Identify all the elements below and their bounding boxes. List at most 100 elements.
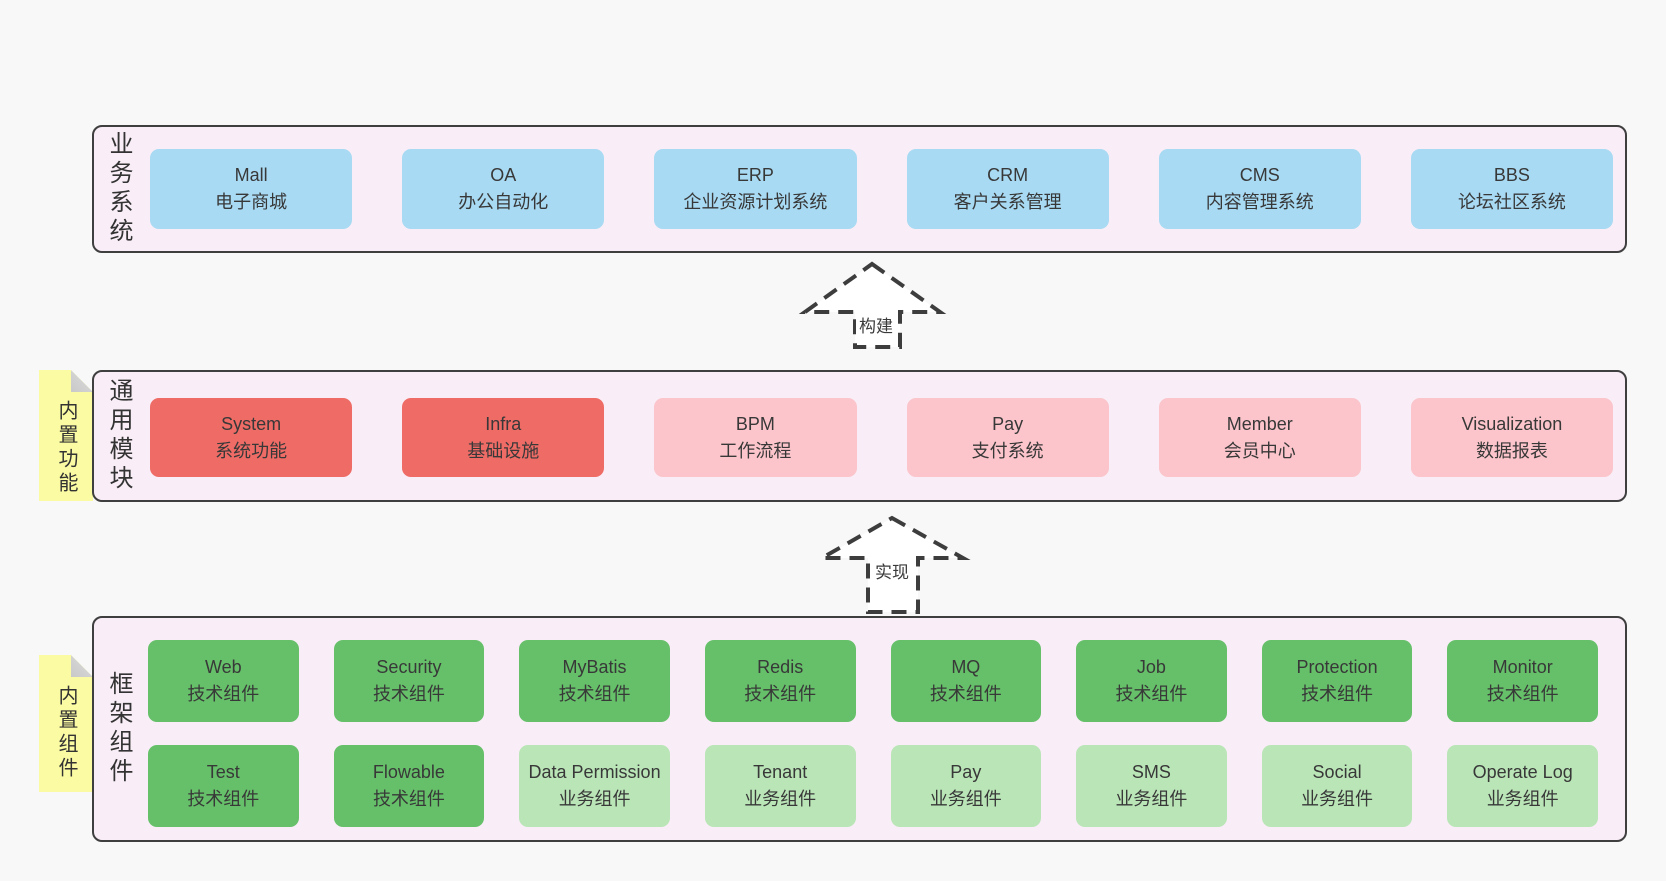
- box-subtitle: 技术组件: [558, 684, 631, 704]
- box-subtitle: 企业资源计划系统: [683, 192, 828, 212]
- build-up-arrow-icon: [798, 261, 947, 349]
- box-web: Web 技术组件: [148, 640, 299, 722]
- box-flowable: Flowable 技术组件: [333, 745, 485, 827]
- box-subtitle: 客户关系管理: [953, 192, 1062, 212]
- box-subtitle: 支付系统: [971, 440, 1044, 461]
- box-subtitle: 系统功能: [215, 440, 288, 461]
- box-bbs: BBS 论坛社区系统: [1410, 149, 1614, 229]
- box-title: Social: [1312, 762, 1362, 782]
- box-job: Job 技术组件: [1076, 640, 1227, 722]
- folded-corner-icon: [71, 370, 93, 392]
- framework-components-panel: 框架组件 Web 技术组件 Security 技术组件 MyBatis 技术组件…: [92, 616, 1627, 842]
- box-title: Pay: [992, 413, 1024, 434]
- box-title: Protection: [1296, 657, 1378, 677]
- box-subtitle: 业务组件: [744, 789, 817, 809]
- box-subtitle: 论坛社区系统: [1457, 192, 1566, 212]
- business-systems-row: Mall 电子商城 OA 办公自动化 ERP 企业资源计划系统 CRM 客户关系…: [150, 149, 1614, 229]
- box-security: Security 技术组件: [333, 640, 485, 722]
- box-title: SMS: [1131, 762, 1171, 782]
- box-subtitle: 技术组件: [1301, 684, 1374, 704]
- box-subtitle: 技术组件: [187, 684, 260, 704]
- box-bpm: BPM 工作流程: [654, 398, 857, 477]
- box-subtitle: 基础设施: [467, 440, 540, 461]
- box-title: BPM: [735, 413, 775, 434]
- built-in-features-note-text: 内置功能: [55, 400, 77, 496]
- box-mall: Mall 电子商城: [150, 149, 353, 229]
- box-title: System: [221, 413, 282, 434]
- box-title: Infra: [485, 413, 522, 434]
- built-in-features-note: 内置功能: [39, 370, 93, 501]
- box-title: ERP: [736, 165, 774, 185]
- box-tenant: Tenant 业务组件: [704, 745, 856, 827]
- box-subtitle: 业务组件: [1301, 789, 1374, 809]
- box-erp: ERP 企业资源计划系统: [654, 149, 857, 229]
- framework-components-label: 框架组件: [105, 671, 132, 787]
- box-sms: SMS 业务组件: [1076, 745, 1227, 827]
- box-title: Tenant: [753, 762, 808, 782]
- box-operate-log: Operate Log 业务组件: [1447, 745, 1598, 827]
- common-modules-panel: 通用模块 System 系统功能 Infra 基础设施 BPM 工作流程 Pay…: [92, 370, 1627, 502]
- box-pay: Pay 支付系统: [906, 398, 1109, 477]
- box-system: System 系统功能: [150, 398, 353, 477]
- box-subtitle: 会员中心: [1223, 440, 1296, 461]
- box-member: Member 会员中心: [1158, 398, 1361, 477]
- common-modules-row: System 系统功能 Infra 基础设施 BPM 工作流程 Pay 支付系统…: [150, 398, 1614, 477]
- box-subtitle: 电子商城: [215, 192, 288, 212]
- box-subtitle: 内容管理系统: [1205, 192, 1314, 212]
- box-subtitle: 办公自动化: [458, 192, 549, 212]
- box-crm: CRM 客户关系管理: [906, 149, 1109, 229]
- built-in-components-note-text: 内置组件: [55, 685, 77, 781]
- folded-corner-icon: [71, 655, 93, 677]
- box-title: Job: [1136, 657, 1166, 677]
- box-subtitle: 业务组件: [558, 789, 631, 809]
- box-title: BBS: [1493, 165, 1530, 185]
- box-subtitle: 业务组件: [1115, 789, 1188, 809]
- box-subtitle: 技术组件: [1486, 684, 1559, 704]
- box-subtitle: 技术组件: [1115, 684, 1188, 704]
- build-arrow-label: 构建: [856, 311, 896, 338]
- box-visualization: Visualization 数据报表: [1410, 398, 1614, 477]
- implement-arrow-label: 实现: [872, 557, 912, 584]
- box-subtitle: 技术组件: [372, 789, 445, 809]
- box-title: Security: [376, 657, 442, 677]
- framework-row-1: Web 技术组件 Security 技术组件 MyBatis 技术组件 Redi…: [148, 640, 1598, 722]
- box-title: Visualization: [1461, 413, 1563, 434]
- box-title: Flowable: [372, 762, 445, 782]
- box-pay-component: Pay 业务组件: [890, 745, 1042, 827]
- box-title: Mall: [234, 165, 268, 185]
- box-subtitle: 技术组件: [929, 684, 1002, 704]
- box-title: Redis: [757, 657, 804, 677]
- framework-row-2: Test 技术组件 Flowable 技术组件 Data Permission …: [148, 745, 1598, 827]
- common-modules-label: 通用模块: [105, 378, 132, 494]
- box-infra: Infra 基础设施: [402, 398, 605, 477]
- box-redis: Redis 技术组件: [704, 640, 856, 722]
- box-social: Social 业务组件: [1261, 745, 1413, 827]
- box-subtitle: 工作流程: [719, 440, 792, 461]
- box-title: CMS: [1239, 165, 1280, 185]
- box-oa: OA 办公自动化: [402, 149, 605, 229]
- business-systems-panel: 业务系统 Mall 电子商城 OA 办公自动化 ERP 企业资源计划系统 CRM…: [92, 125, 1627, 253]
- box-data-permission: Data Permission 业务组件: [519, 745, 670, 827]
- box-title: Test: [206, 762, 240, 782]
- box-title: Pay: [950, 762, 982, 782]
- box-subtitle: 业务组件: [1486, 789, 1559, 809]
- box-subtitle: 技术组件: [372, 684, 445, 704]
- box-title: MQ: [951, 657, 981, 677]
- box-test: Test 技术组件: [148, 745, 299, 827]
- box-title: Member: [1226, 413, 1293, 434]
- box-mq: MQ 技术组件: [890, 640, 1042, 722]
- box-title: OA: [490, 165, 517, 185]
- box-title: MyBatis: [562, 657, 627, 677]
- box-subtitle: 数据报表: [1475, 440, 1548, 461]
- business-systems-label: 业务系统: [105, 131, 132, 247]
- box-mybatis: MyBatis 技术组件: [519, 640, 670, 722]
- box-subtitle: 技术组件: [744, 684, 817, 704]
- box-subtitle: 业务组件: [929, 789, 1002, 809]
- box-title: Operate Log: [1472, 762, 1573, 782]
- box-monitor: Monitor 技术组件: [1447, 640, 1598, 722]
- box-title: CRM: [987, 165, 1029, 185]
- box-title: Monitor: [1492, 657, 1553, 677]
- box-title: Web: [204, 657, 242, 677]
- box-cms: CMS 内容管理系统: [1158, 149, 1361, 229]
- box-title: Data Permission: [528, 762, 661, 782]
